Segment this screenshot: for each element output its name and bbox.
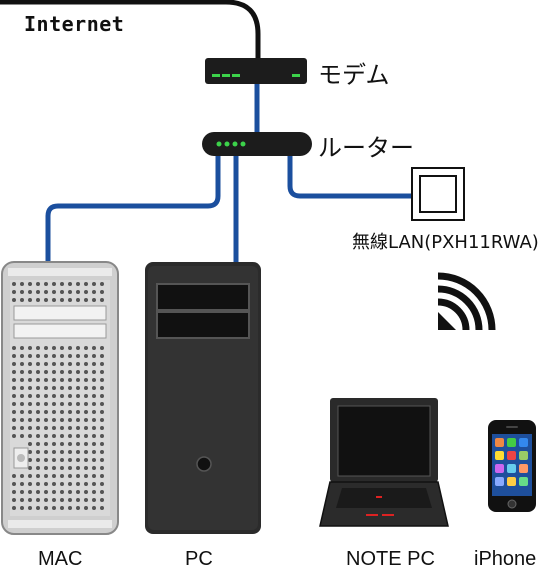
access-point-icon: [411, 167, 465, 221]
mac-label: MAC: [38, 548, 83, 570]
wifi-signal-icon: [437, 272, 496, 331]
mac-tower-icon: [1, 261, 119, 535]
iphone-label: iPhone: [474, 548, 537, 570]
modem-icon: [205, 58, 307, 84]
internet-line: [0, 0, 261, 60]
notebook-label: NOTE PC: [346, 548, 435, 570]
pc-tower-icon: [145, 262, 261, 534]
router-ap-cable: [287, 155, 412, 199]
iphone-icon: [488, 420, 536, 512]
internet-label: Internet: [24, 12, 125, 36]
modem-label: モデム: [318, 61, 390, 89]
pc-label: PC: [185, 548, 213, 570]
router-icon: [202, 132, 312, 156]
router-label: ルーター: [318, 134, 414, 162]
notebook-icon: [319, 398, 449, 527]
router-mac-cable: [45, 155, 221, 292]
access-point-label: 無線LAN(PXH11RWA): [352, 232, 539, 253]
